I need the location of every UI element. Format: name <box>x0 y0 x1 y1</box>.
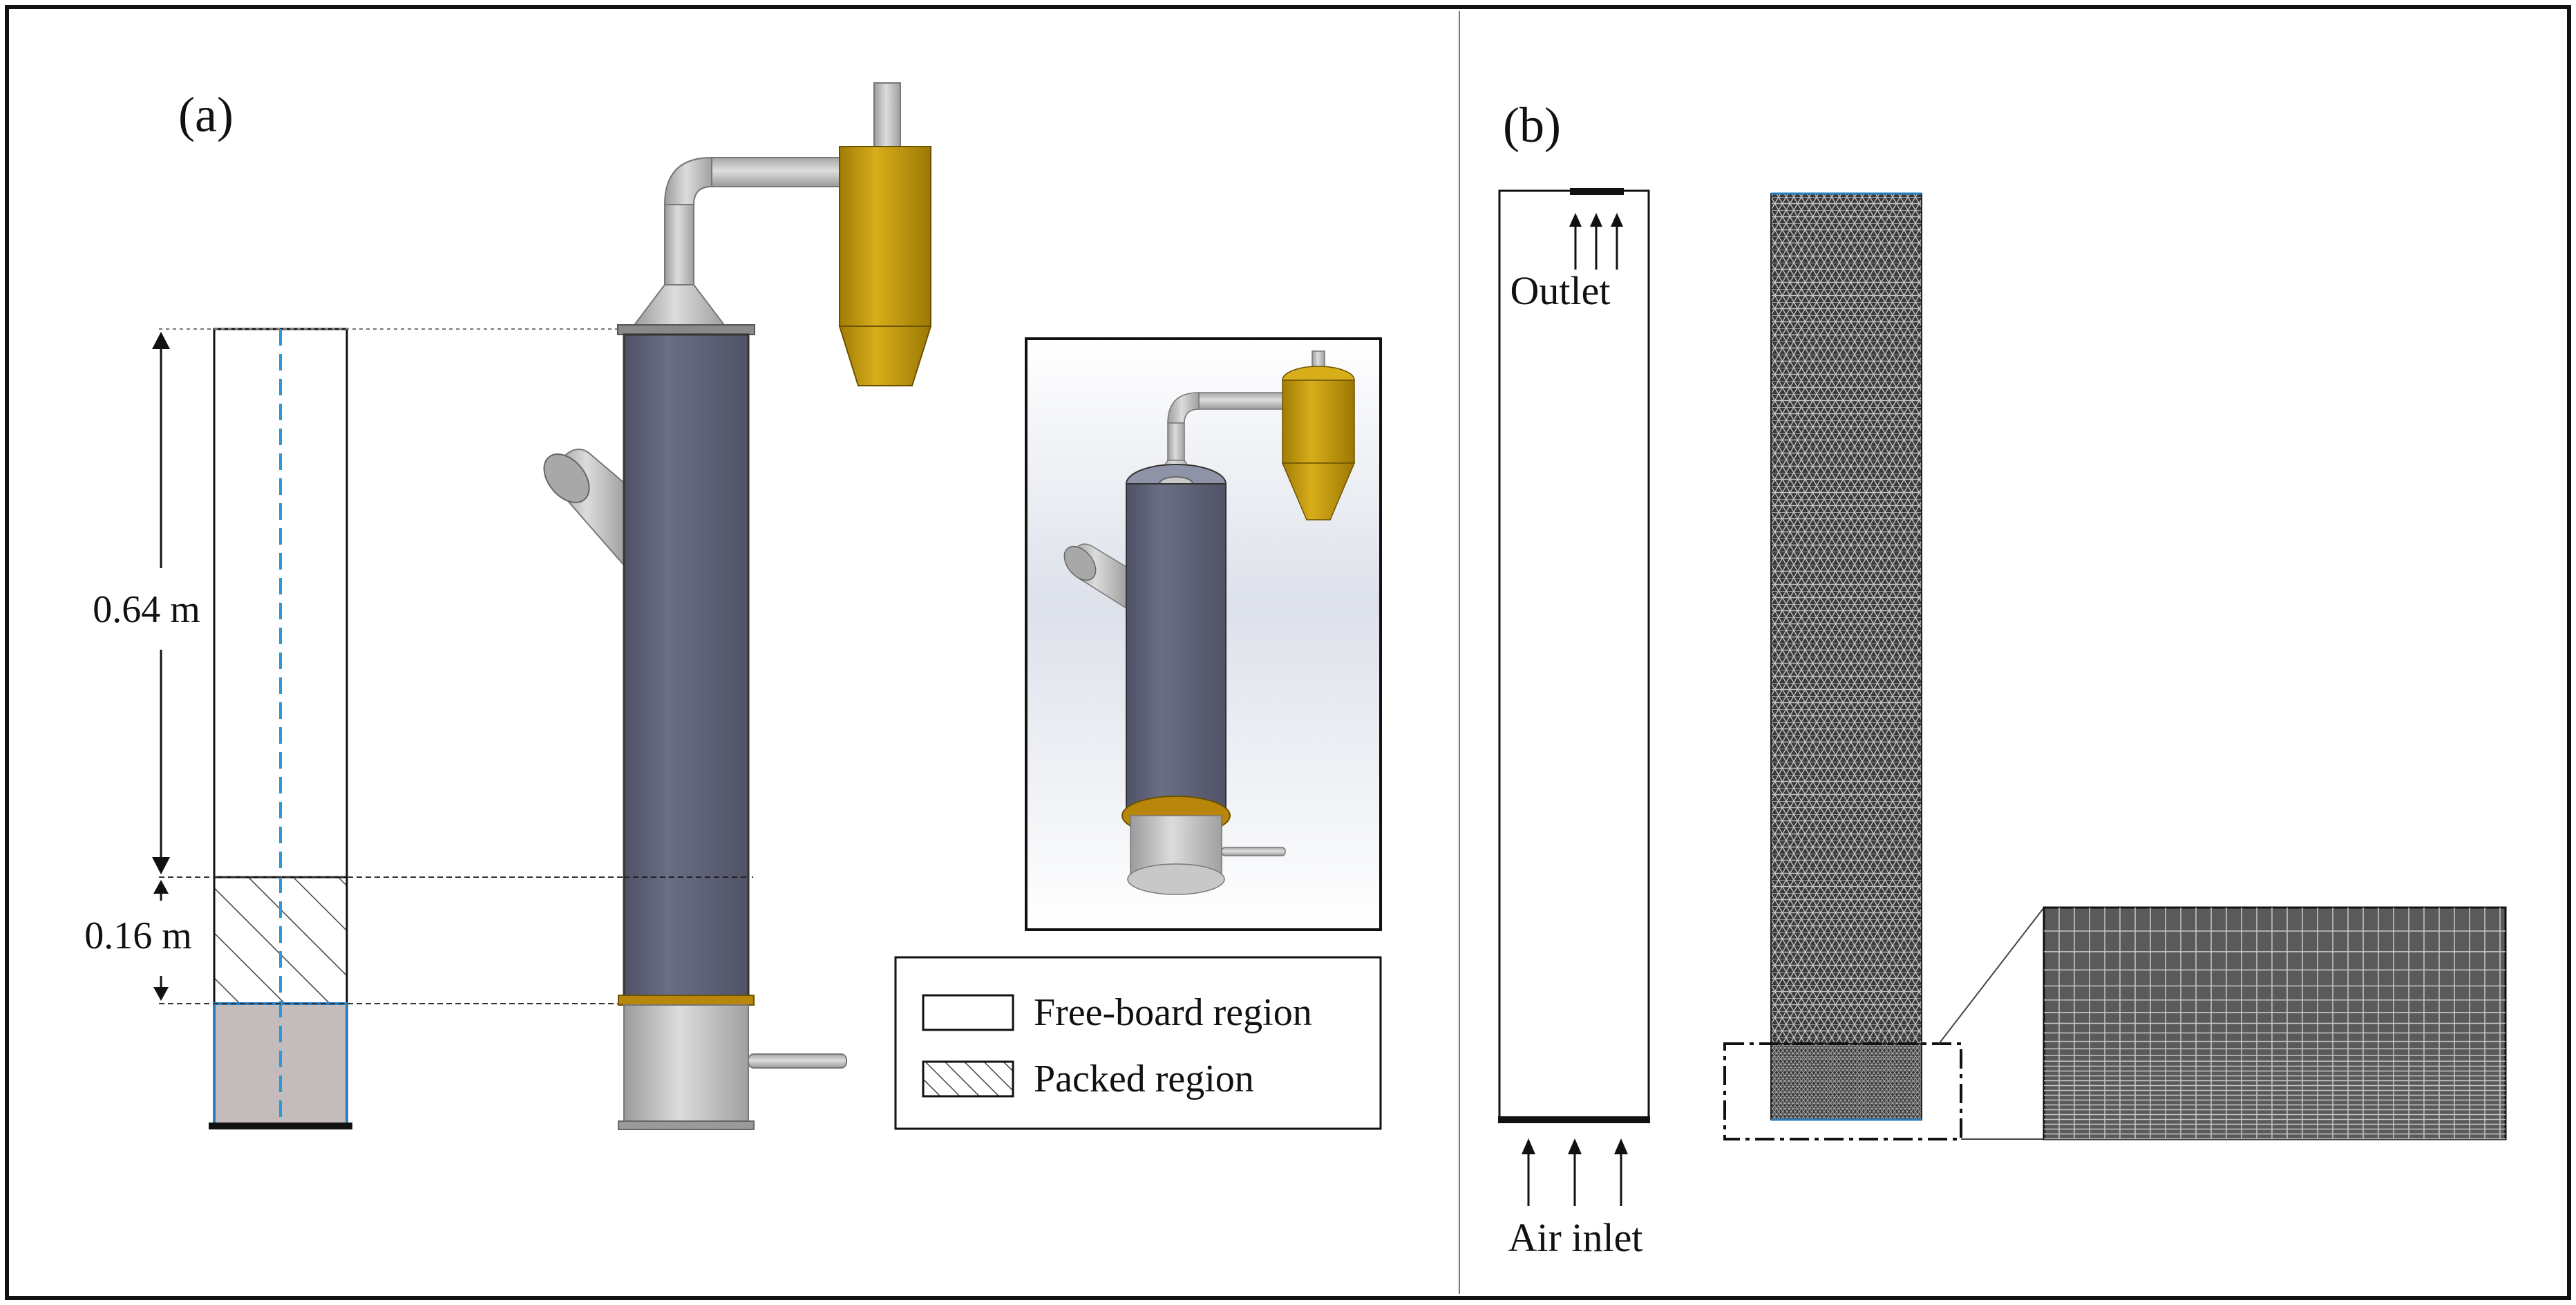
air-inlet-pipe <box>748 1053 847 1069</box>
connecting-pipe-vertical <box>664 204 694 287</box>
legend-swatch-freeboard <box>922 994 1014 1031</box>
panel-b-label: (b) <box>1503 97 1561 153</box>
column-body <box>623 333 750 998</box>
legend-box <box>894 956 1382 1130</box>
legend-swatch-packed <box>922 1060 1014 1098</box>
panel-a-label: (a) <box>178 87 234 142</box>
dim-packed-label: 0.16 m <box>84 914 192 957</box>
mesh-column <box>1770 192 1922 1121</box>
inset-3d-view <box>1025 337 1382 931</box>
mesh-refined-bottom <box>1770 1043 1922 1120</box>
domain-rectangle <box>1498 189 1650 1121</box>
schematic-column <box>209 328 352 1129</box>
domain-schematic: Outlet Air inlet <box>1498 188 1650 1260</box>
panel-a: (a) 0.64 m 0.16 m <box>84 82 1382 1130</box>
plenum-chamber <box>623 1004 749 1125</box>
side-inlet-opening <box>543 453 590 503</box>
cyclone-cone <box>838 326 932 386</box>
zoomed-mesh <box>2043 906 2507 1140</box>
distributor-flange <box>618 995 755 1006</box>
column-top-flange <box>617 324 755 335</box>
zoom-leader-top <box>1938 907 2045 1044</box>
bottom-flange <box>618 1120 755 1130</box>
mesh-body <box>1770 193 1922 1120</box>
inlet-arrows <box>1522 1138 1628 1206</box>
legend-label-packed: Packed region <box>1034 1058 1254 1100</box>
inlet-label: Air inlet <box>1508 1215 1643 1260</box>
pipe-elbow <box>663 156 712 205</box>
zoom-selection-box <box>1723 1042 1962 1140</box>
legend: Free-board region Packed region <box>894 956 1382 1130</box>
cyclone-body <box>839 146 931 327</box>
reactor-3d-model <box>543 82 932 1130</box>
dimension-packed: 0.16 m <box>84 880 192 1001</box>
cyclone-stub <box>873 82 901 147</box>
outlet-arrows <box>1569 213 1623 270</box>
dimension-freeboard: 0.64 m <box>93 332 200 874</box>
figure-frame <box>5 5 2571 1300</box>
legend-label-freeboard: Free-board region <box>1034 991 1312 1034</box>
column-top-cone <box>632 284 726 326</box>
connecting-pipe-horizontal <box>711 157 847 187</box>
dim-freeboard-label: 0.64 m <box>93 588 200 631</box>
panel-b: (b) Outlet Air inl <box>1498 97 2507 1260</box>
outlet-label: Outlet <box>1510 268 1611 313</box>
zoomed-mesh-gridlines <box>2044 908 2506 1140</box>
